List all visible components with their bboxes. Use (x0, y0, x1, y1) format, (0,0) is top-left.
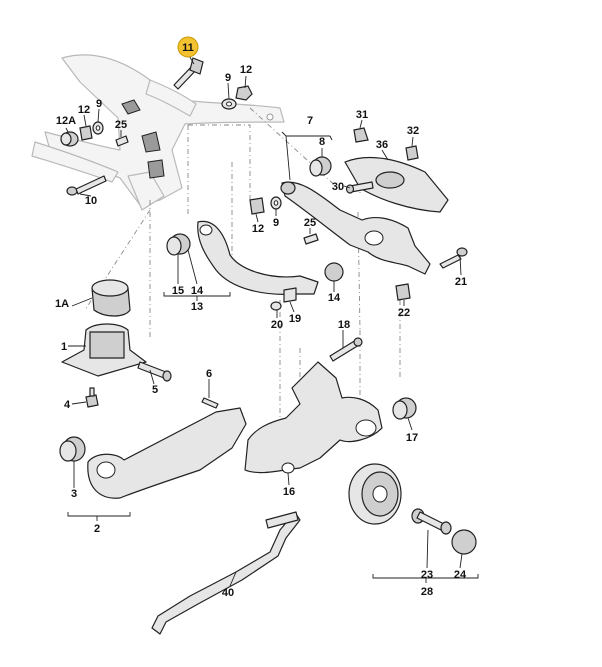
callout-1A: 1A (55, 298, 69, 310)
trailing-arm-2 (87, 407, 247, 499)
bolt-10 (66, 175, 107, 196)
hub-bolt-23 (411, 508, 452, 535)
spring-plate-36 (344, 156, 449, 213)
callout-7: 7 (307, 115, 313, 127)
nut-12-left (79, 125, 93, 141)
callout-28: 28 (421, 586, 433, 598)
callout-14-right: 14 (328, 292, 341, 304)
rubber-cap-1A (91, 279, 131, 317)
callout-16: 16 (283, 486, 295, 498)
callout-11: 11 (182, 42, 194, 54)
callout-36: 36 (376, 139, 388, 151)
callout-24: 24 (454, 569, 467, 581)
callout-22: 22 (398, 307, 410, 319)
bushing-17 (392, 397, 417, 420)
callout-23: 23 (421, 569, 433, 581)
nut-12-mid (249, 197, 265, 215)
dust-cap-24 (451, 529, 477, 555)
bolt-18 (329, 337, 363, 362)
leader-lines (65, 53, 463, 587)
callout-12-top: 12 (240, 64, 252, 76)
nut-12-top (235, 85, 253, 101)
callout-12-mid: 12 (252, 223, 264, 235)
control-arm-7 (280, 181, 431, 275)
callout-3: 3 (71, 488, 77, 500)
callout-9-top: 9 (225, 72, 231, 84)
callout-6: 6 (206, 368, 212, 380)
callout-40: 40 (222, 587, 234, 599)
washer-9-top (221, 98, 237, 110)
callout-25-top: 25 (115, 119, 127, 131)
bolt-11 (173, 57, 204, 90)
washer-20 (270, 301, 282, 311)
bushing-12A (60, 131, 79, 147)
nut-22 (395, 283, 411, 301)
bolt-21 (439, 247, 468, 269)
wheel-carrier-16 (244, 361, 383, 474)
callout-5: 5 (152, 384, 158, 396)
group-brackets (67, 131, 479, 583)
callout-12A: 12A (56, 115, 76, 127)
upper-link-14 (197, 220, 319, 295)
callout-4: 4 (64, 399, 71, 411)
callout-2: 2 (94, 523, 100, 535)
bolt-5 (137, 361, 172, 382)
washer-9-left (92, 121, 104, 135)
brake-line-bracket-40 (151, 511, 301, 635)
callout-30: 30 (332, 181, 344, 193)
bolt-4 (85, 387, 99, 408)
callout-31: 31 (356, 109, 368, 121)
clip-19 (283, 287, 297, 303)
callout-18: 18 (338, 319, 350, 331)
callout-32: 32 (407, 125, 419, 137)
callout-13: 13 (191, 301, 203, 313)
bushing-8 (309, 156, 332, 177)
bushing-3 (59, 436, 86, 462)
callout-19: 19 (289, 313, 301, 325)
callout-20: 20 (271, 319, 283, 331)
bushing-14-right (324, 262, 344, 282)
nut-32 (405, 145, 419, 161)
callout-1: 1 (61, 341, 67, 353)
highlight-circle-11 (177, 36, 199, 58)
callout-14-left: 14 (191, 285, 204, 297)
callout-labels: 11 9 12 12A 12 9 25 10 7 8 31 32 36 30 1… (55, 36, 467, 599)
callout-10: 10 (85, 195, 97, 207)
bolt-25-mid (303, 233, 319, 245)
callout-9-mid: 9 (273, 217, 279, 229)
callout-21: 21 (455, 276, 467, 288)
callout-15: 15 (172, 285, 184, 297)
nut-31 (353, 127, 369, 143)
wheel-hub-28 (348, 463, 402, 525)
washer-9-mid (270, 196, 282, 210)
bolt-25-top (115, 135, 129, 147)
callout-8: 8 (319, 136, 325, 148)
rear-subframe (31, 54, 285, 211)
callout-12-left: 12 (78, 104, 90, 116)
bolt-6 (201, 397, 219, 409)
callout-9-left: 9 (96, 98, 102, 110)
callout-17: 17 (406, 432, 418, 444)
callout-25-mid: 25 (304, 217, 316, 229)
mount-1 (61, 323, 147, 377)
bushing-15 (166, 233, 191, 256)
